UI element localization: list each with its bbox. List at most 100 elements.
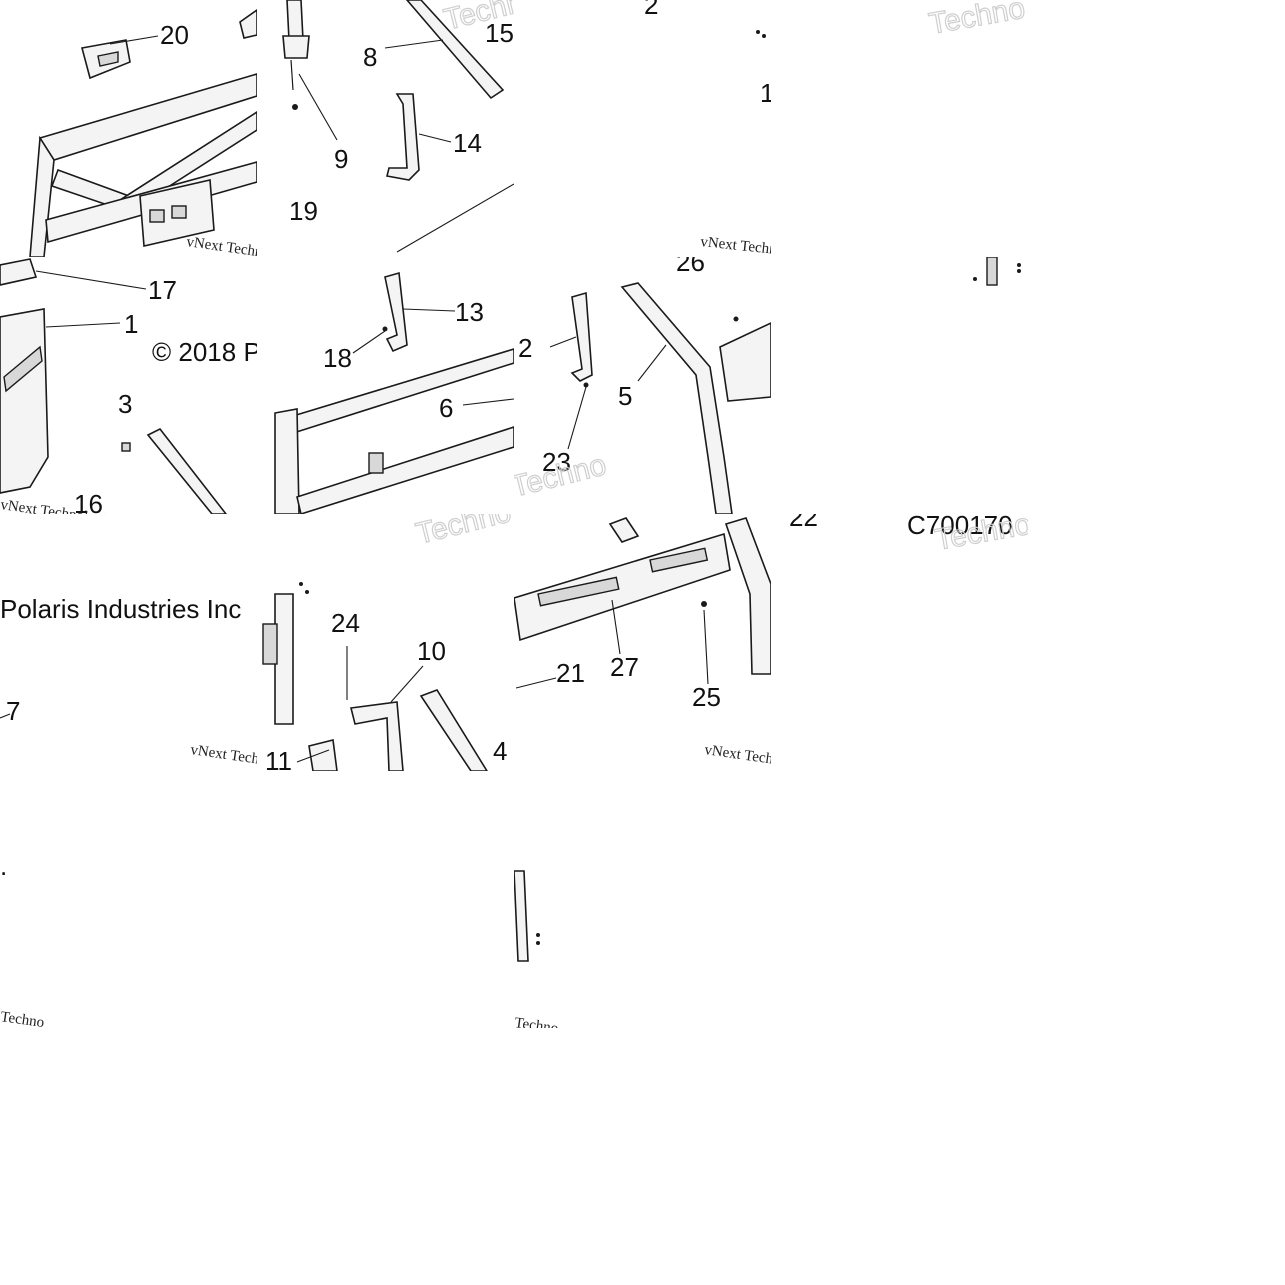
part-16-strut: [146, 427, 228, 514]
fastener: [536, 941, 540, 945]
part-4-strut: [419, 689, 488, 771]
plate-slot: [149, 209, 165, 223]
callout-2: 2: [644, 0, 658, 20]
post-base-plate: [282, 35, 310, 59]
callout-27: 27: [610, 652, 639, 682]
leader-20: [109, 35, 159, 45]
frame-diagonal: [3, 345, 43, 393]
callout-24: 24: [331, 608, 360, 638]
watermark-large: Techno: [926, 0, 1027, 41]
callout-6: 6: [439, 393, 453, 423]
fastener: [1017, 269, 1021, 273]
figure-code-area: 22 C700170 Techno: [789, 514, 1028, 557]
callout-4: 4: [493, 736, 507, 766]
lower-rail: [296, 426, 514, 514]
tile-r2c1: 17 1 © 2018 P 3 16 vNext Technologies: [0, 257, 257, 514]
tile-r2c4: [771, 257, 1028, 514]
copyright-area: Polaris Industries Inc 7 vNext Technolog…: [0, 594, 257, 771]
part-18-screw: [382, 326, 388, 332]
callout-5: 5: [618, 381, 632, 411]
tile-r2c3: 2 5 23 26 Techno: [514, 257, 771, 514]
leader-23: [567, 386, 587, 450]
leader-1: [45, 322, 121, 328]
plate-slot: [171, 205, 187, 219]
part-19-nut: [292, 104, 298, 110]
part-cover-edge: [239, 9, 257, 39]
callout-14: 14: [453, 128, 482, 158]
post-plate: [262, 623, 278, 665]
callout-17: 17: [148, 275, 177, 305]
callout-1b: 1: [124, 309, 138, 339]
callout-10: 10: [417, 636, 446, 666]
fastener: [756, 30, 760, 34]
tile-r3c1: Polaris Industries Inc 7 vNext Technolog…: [0, 514, 257, 771]
leader-14: [418, 133, 452, 143]
part-25-nut: [701, 601, 707, 607]
callout-2b: 2: [518, 333, 532, 363]
callout-7: 7: [6, 696, 20, 726]
part-1-frame-side: [0, 308, 49, 494]
part-17-cover: [0, 258, 38, 286]
callout-8: 8: [363, 42, 377, 72]
leader-9: [298, 73, 338, 141]
part-3-clip: [121, 442, 131, 452]
leader-21: [515, 677, 557, 689]
leader-13: [402, 308, 456, 312]
rear-panel-drawing: 27 25 21 vNext Technologies: [514, 517, 771, 771]
rear-post: [274, 408, 300, 514]
leader-17: [35, 270, 147, 290]
callout-13: 13: [455, 297, 484, 327]
posts-and-handles-drawing: 8 15 9 14 19 Techno: [282, 0, 514, 253]
tile-r4c3: Techno: [514, 771, 771, 1028]
part-5-roll-bar: [620, 282, 733, 514]
leader-6: [462, 398, 514, 406]
leader-2: [549, 336, 577, 348]
watermark: Techno: [0, 1009, 45, 1028]
upper-right-drawing: 2 1 vNext Technologies: [644, 0, 771, 257]
watermark: vNext Technologies: [185, 234, 257, 257]
part-6-bar: [282, 348, 514, 437]
part-8-post: [286, 0, 304, 41]
callout-16: 16: [74, 489, 103, 514]
part-11-handle: [308, 739, 338, 771]
part-26-nut: [733, 316, 739, 322]
part-9-bolt: [290, 59, 294, 91]
callout-20: 20: [160, 20, 189, 50]
part-14-handle: [386, 93, 420, 181]
callout-21: 21: [556, 658, 585, 688]
leader-11: [296, 749, 330, 763]
tile-r3c4: 22 C700170 Techno: [771, 514, 1028, 771]
side-panel: [719, 322, 771, 402]
callout-1: 1: [760, 78, 771, 108]
tile-r3c3: 27 25 21 vNext Technologies: [514, 514, 771, 771]
copyright-end: .: [0, 851, 7, 881]
part-10-handle: [350, 701, 404, 771]
part-23-screw: [583, 382, 589, 388]
tile-r1c4: Techno: [771, 0, 1028, 257]
watermark: Techno: [514, 1015, 559, 1028]
panel-slot: [649, 547, 709, 573]
copyright-start: © 2018 P: [152, 337, 257, 367]
fastener: [762, 34, 766, 38]
fastener: [1017, 263, 1021, 267]
part-8-strut: [405, 0, 505, 100]
watermark: vNext Technologies: [703, 742, 771, 771]
leader-diagonal: [396, 183, 514, 253]
fastener: [299, 582, 303, 586]
strut-end: [514, 870, 529, 962]
leader-18: [352, 330, 386, 354]
side-post: [274, 593, 294, 725]
right-fasteners: [973, 257, 1021, 286]
panel-slot: [537, 576, 620, 607]
leader-10: [390, 665, 424, 703]
roll-bar-drawing: 2 5 23 26 Techno: [514, 257, 771, 514]
callout-9: 9: [334, 144, 348, 174]
callout-18: 18: [323, 343, 352, 373]
callout-19: 19: [289, 196, 318, 226]
lower-strut: Techno: [514, 870, 559, 1028]
callout-25: 25: [692, 682, 721, 712]
leader-8: [384, 39, 444, 49]
lower-left: . Techno: [0, 851, 45, 1028]
callout-26: 26: [676, 257, 705, 277]
